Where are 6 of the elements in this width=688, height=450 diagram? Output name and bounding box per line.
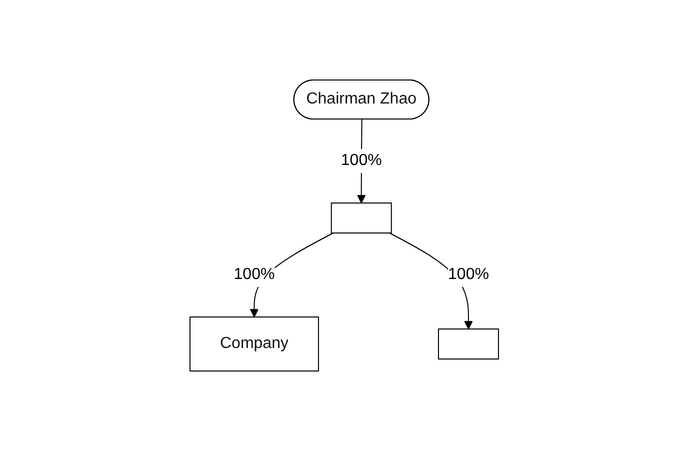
node-box [438,328,499,359]
edge-label: 100% [234,266,274,282]
node-box [330,202,392,233]
node-box: Company [189,316,319,371]
edge-label: 100% [340,152,382,168]
edge-label: 100% [448,266,489,282]
